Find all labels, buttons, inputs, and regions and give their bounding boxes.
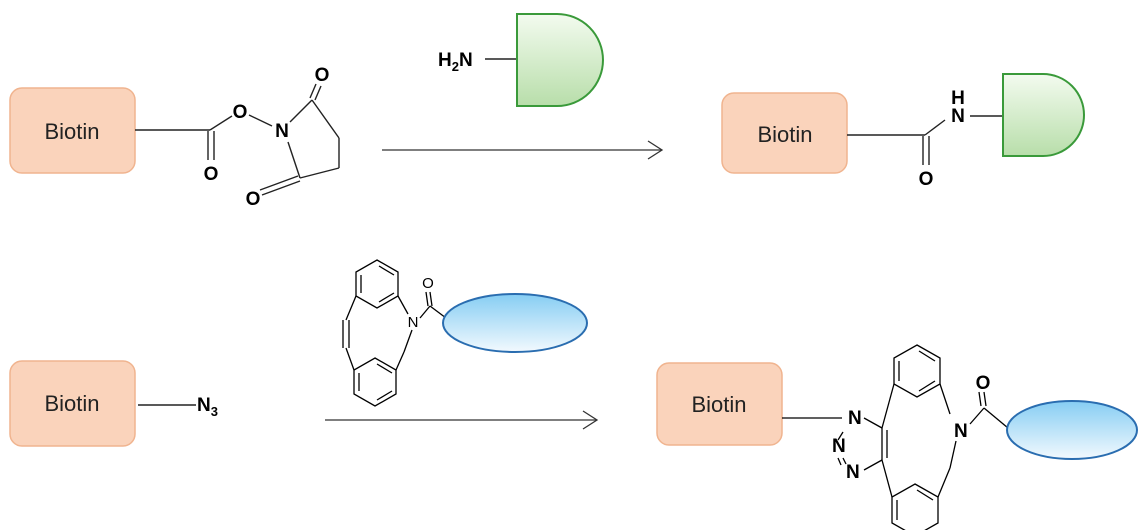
atom-n-dbco: N <box>408 314 419 331</box>
biotin-label: Biotin <box>44 391 99 416</box>
atom-o-carbonyl: O <box>204 164 219 185</box>
reaction-arrow-2 <box>325 410 599 430</box>
biotin-label: Biotin <box>44 119 99 144</box>
product-biomolecule-ellipse <box>1006 400 1138 460</box>
atom-h-amide: H <box>951 88 965 109</box>
biotin-box-r2-reactant: Biotin <box>9 360 136 447</box>
dbco-reagent: N O <box>342 259 588 407</box>
atom-triazole-n2: N <box>832 436 846 457</box>
amine-label: H2N <box>438 50 473 74</box>
biotin-box-r1-reactant: Biotin <box>9 87 136 174</box>
nhs-ester-structure: O O N O O <box>135 65 340 210</box>
atom-o-top: O <box>315 65 330 86</box>
biotin-box-r1-product: Biotin <box>721 92 848 174</box>
atom-o-amide: O <box>919 169 934 190</box>
atom-triazole-n3: N <box>846 462 860 483</box>
atom-o-bottom: O <box>246 189 261 210</box>
dbco-biomolecule-ellipse <box>442 293 588 353</box>
atom-o-dbco: O <box>422 275 434 292</box>
amine-reagent: H2N <box>438 13 604 107</box>
atom-o-product: O <box>976 373 991 394</box>
atom-n-product: N <box>954 421 968 442</box>
amide-linkage: O H N <box>847 73 1085 190</box>
azide-label: N3 <box>197 395 218 419</box>
atom-n-amide: N <box>951 106 965 127</box>
triazole-product: N N N N <box>782 344 1138 530</box>
amine-molecule-shape <box>516 13 604 107</box>
reaction-arrow-1 <box>382 140 664 160</box>
atom-n: N <box>275 121 289 142</box>
biotin-label: Biotin <box>691 392 746 417</box>
biotin-box-r2-product: Biotin <box>656 362 783 446</box>
reaction-1: Biotin O O N O O <box>9 13 1085 210</box>
atom-triazole-n1: N <box>848 408 862 429</box>
reaction-2: Biotin N3 N <box>9 259 1138 530</box>
biotin-label: Biotin <box>757 122 812 147</box>
amine-molecule-shape-product <box>1002 73 1085 157</box>
atom-o-link: O <box>233 102 248 123</box>
